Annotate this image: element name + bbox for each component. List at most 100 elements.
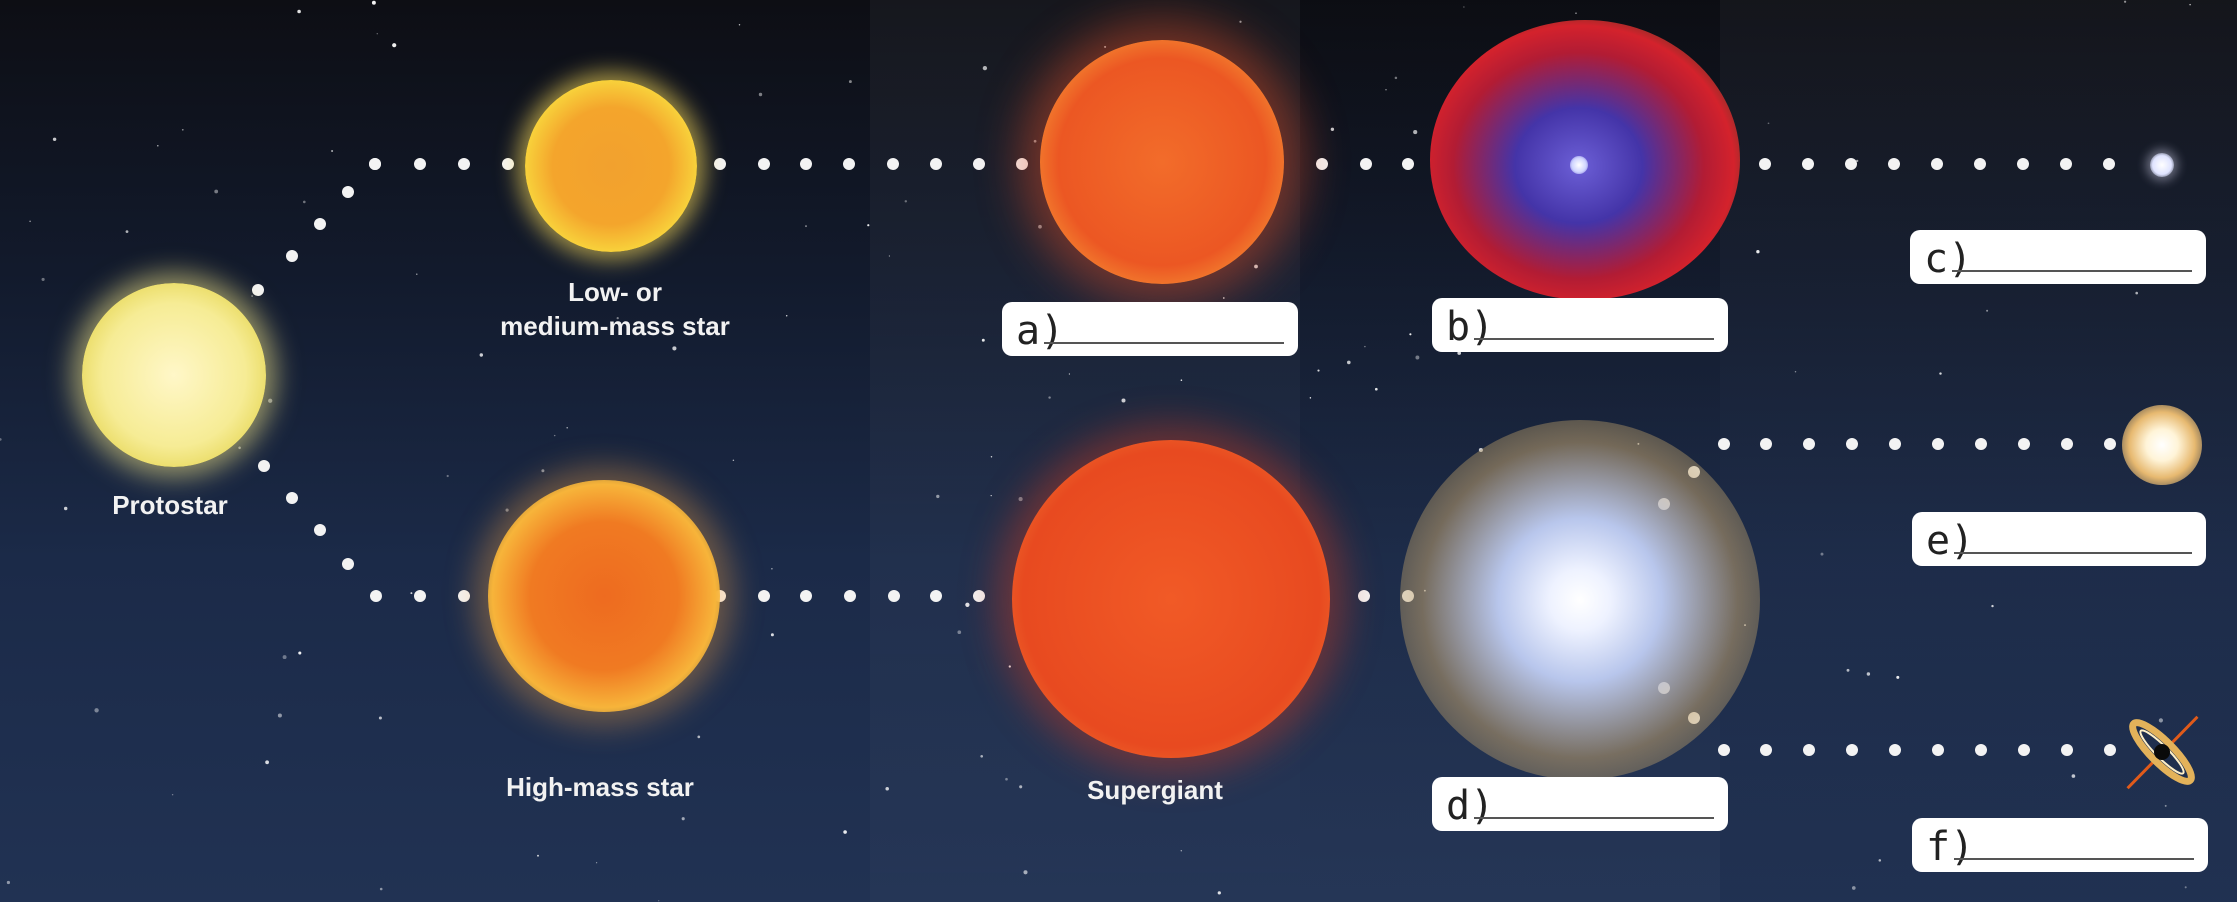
background-star [1364, 345, 1366, 348]
path-dot-high-row [458, 590, 470, 602]
background-star [1180, 849, 1183, 852]
background-star [376, 32, 379, 35]
background-star [553, 434, 556, 437]
background-star [0, 438, 2, 441]
path-dot-nebula-to-white-dwarf [1974, 158, 1986, 170]
background-star [1104, 45, 1107, 48]
background-star [1222, 297, 1225, 299]
answer-box-b[interactable]: b) [1432, 298, 1728, 352]
background-star [982, 65, 988, 71]
background-star [29, 220, 31, 223]
path-dot-nebula-to-white-dwarf [1802, 158, 1814, 170]
background-star [331, 149, 334, 153]
path-dot-protostar-to-low [314, 218, 326, 230]
background-star [2135, 291, 2138, 295]
red-giant-image [1040, 40, 1284, 284]
background-star [298, 651, 302, 655]
path-dot-nebula-to-white-dwarf [1845, 158, 1857, 170]
background-star [1005, 777, 1008, 781]
background-star [1008, 665, 1011, 668]
path-dot-supernova-to-neutron [2061, 438, 2073, 450]
background-star [990, 456, 993, 458]
background-star [885, 786, 889, 791]
background-star [990, 494, 992, 497]
supergiant-image [1012, 440, 1330, 758]
answer-box-d[interactable]: d) [1432, 777, 1728, 831]
background-star [1794, 370, 1797, 373]
high-mass-star-label: High-mass star [506, 772, 694, 802]
nebula-core-star [1570, 156, 1588, 174]
background-star [1896, 675, 1900, 679]
answer-box-c[interactable]: c) [1910, 230, 2206, 284]
path-dot-protostar-to-low [286, 250, 298, 262]
background-star [1394, 76, 1398, 80]
path-dot-high-to-supergiant [800, 590, 812, 602]
path-dot-low-to-giant [758, 158, 770, 170]
path-dot-supernova-to-black-hole [1803, 744, 1815, 756]
answer-box-c-label: c) [1924, 236, 1973, 282]
path-dot-high-to-supergiant [758, 590, 770, 602]
path-dot-low-row [369, 158, 381, 170]
background-star [41, 277, 45, 281]
background-star [848, 80, 852, 84]
neutron-star-image [2122, 405, 2202, 485]
path-dot-low-to-giant [800, 158, 812, 170]
path-dot-low-row [502, 158, 514, 170]
path-dot-supernova-to-black-hole [1889, 744, 1901, 756]
background-star [297, 9, 301, 14]
background-star [479, 353, 483, 357]
protostar-label: Protostar [112, 490, 228, 520]
background-star [1374, 387, 1378, 391]
path-dot-high-to-supergiant [973, 590, 985, 602]
background-star [1846, 668, 1850, 672]
background-star [658, 900, 660, 902]
answer-box-a-label: a) [1016, 308, 1065, 354]
background-star [771, 567, 773, 570]
path-dot-high-row [370, 590, 382, 602]
background-star [1023, 870, 1028, 875]
background-star [1409, 333, 1412, 336]
background-star [1457, 351, 1461, 355]
path-dot-supergiant-to-supernova [1358, 590, 1370, 602]
background-star [1878, 859, 1882, 862]
white-dwarf-image [2150, 153, 2174, 177]
answer-box-b-label: b) [1446, 304, 1495, 350]
path-dot-protostar-to-high [286, 492, 298, 504]
background-star [1317, 369, 1320, 372]
background-star [843, 830, 847, 834]
path-dot-supernova-to-neutron [1975, 438, 1987, 450]
path-dot-supernova-to-neutron [1760, 438, 1772, 450]
answer-box-f[interactable]: f) [1912, 818, 2208, 872]
answer-box-e[interactable]: e) [1912, 512, 2206, 566]
path-dot-low-to-giant [843, 158, 855, 170]
background-star [672, 346, 677, 351]
background-star [282, 655, 287, 660]
background-star [1018, 497, 1023, 502]
path-dot-nebula-to-white-dwarf [1931, 158, 1943, 170]
background-star [52, 137, 57, 142]
path-dot-low-to-giant [973, 158, 985, 170]
path-dot-high-to-supergiant [888, 590, 900, 602]
answer-box-a[interactable]: a) [1002, 302, 1298, 356]
background-star [616, 316, 619, 320]
background-star [1217, 891, 1221, 895]
background-star [1180, 379, 1183, 381]
path-dot-high-row [414, 590, 426, 602]
background-star [1767, 122, 1770, 125]
path-dot-supernova-to-black-hole [1932, 744, 1944, 756]
path-dot-supernova-to-black-hole [1760, 744, 1772, 756]
background-star [1038, 224, 1042, 229]
background-star [1820, 552, 1824, 556]
background-star [6, 880, 10, 885]
path-dot-giant-to-nebula [1360, 158, 1372, 170]
path-dot-protostar-to-high [342, 558, 354, 570]
background-star [2189, 3, 2191, 6]
background-star [904, 200, 908, 203]
background-star [805, 225, 807, 228]
background-star [265, 760, 269, 765]
background-star [888, 255, 891, 257]
background-star [936, 494, 940, 499]
path-dot-supernova-to-neutron [2104, 438, 2116, 450]
path-dot-nebula-to-white-dwarf [2103, 158, 2115, 170]
answer-box-f-label: f) [1926, 824, 1975, 870]
